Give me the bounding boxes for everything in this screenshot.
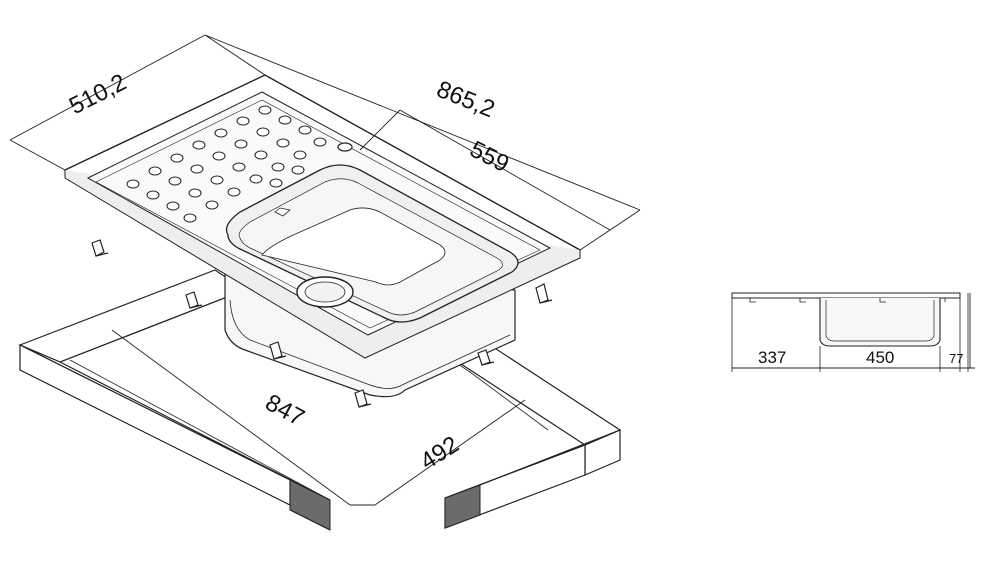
dim-bowl-length: 559 xyxy=(465,136,513,178)
tap-hole-icon xyxy=(337,142,353,152)
counter-frame xyxy=(18,269,622,531)
side-view xyxy=(731,292,975,372)
mounting-clips xyxy=(91,239,553,408)
dim-length-top: 865,2 xyxy=(433,76,499,124)
dim-side-height: 77 xyxy=(949,351,963,366)
drainer-holes xyxy=(126,105,327,223)
dim-side-drainer: 337 xyxy=(758,348,786,367)
dim-width-top: 510,2 xyxy=(65,69,131,120)
dim-cutout-width: 492 xyxy=(416,431,464,475)
dimension-lines xyxy=(9,34,641,506)
dim-cutout-length: 847 xyxy=(261,389,309,432)
sink xyxy=(63,74,582,408)
dim-side-bowl: 450 xyxy=(866,348,894,367)
